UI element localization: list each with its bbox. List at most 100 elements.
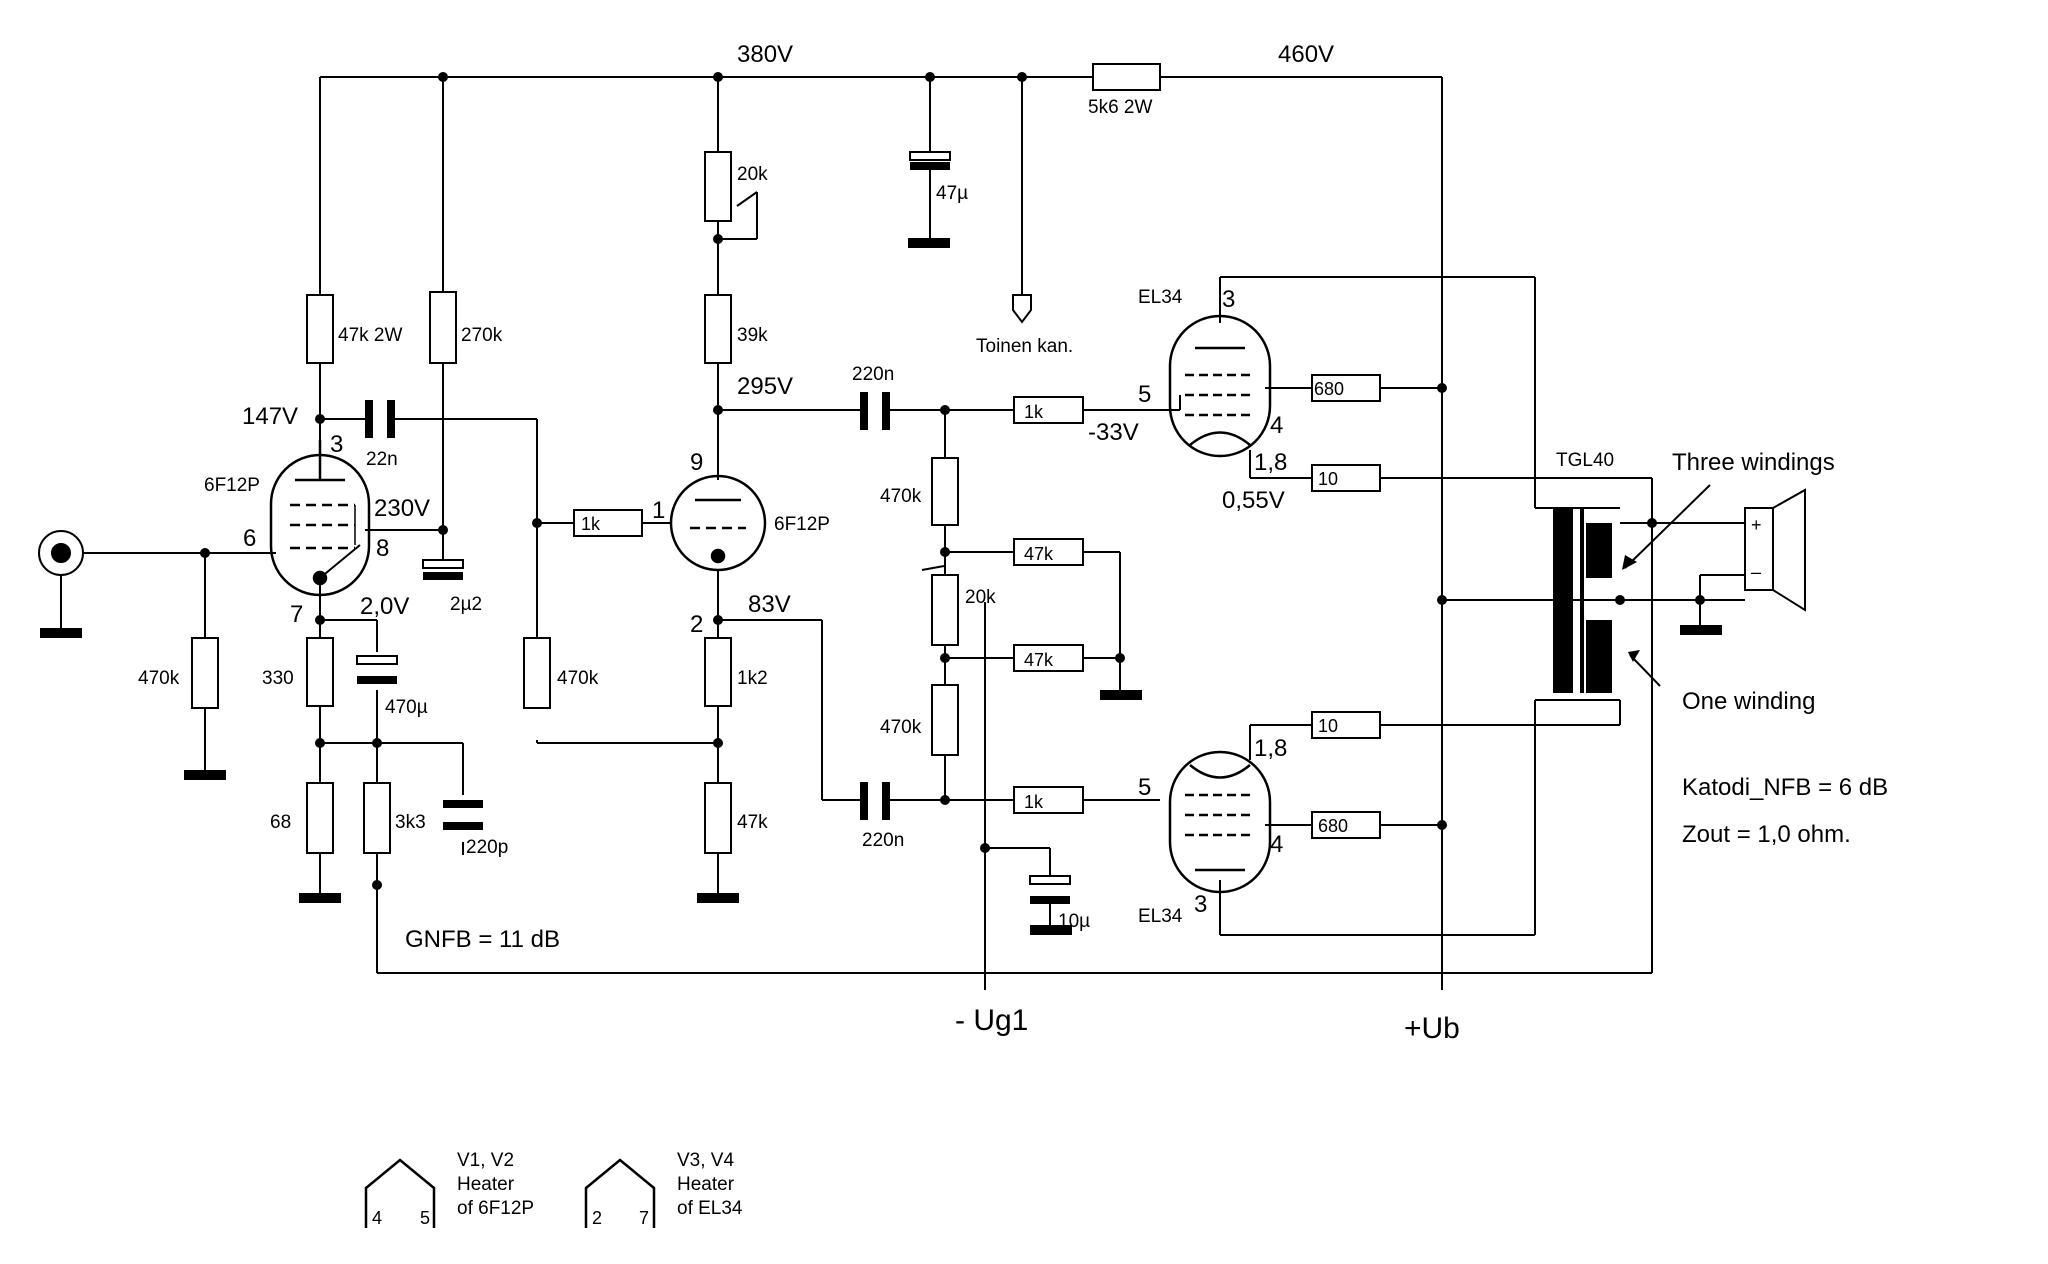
toinen-connector[interactable]: [1012, 294, 1032, 324]
wires: [60, 76, 1745, 990]
label-3k3: 3k3: [395, 812, 426, 833]
heater2-pin2: 7: [639, 1208, 649, 1228]
label-10-b: 10: [1318, 716, 1338, 736]
tube-v4: [1168, 750, 1272, 894]
label-47k-a: 47k: [1024, 544, 1054, 564]
pin-v1-6: 6: [243, 525, 256, 552]
input-jack[interactable]: [38, 530, 84, 576]
ub-label: +Ub: [1404, 1012, 1460, 1045]
label-47u: 47µ: [936, 183, 968, 204]
tube-labels: 6F12P 6F12P EL34 EL34: [204, 287, 1183, 927]
speaker-plus: +: [1751, 515, 1762, 535]
pin-v4-18: 1,8: [1254, 735, 1287, 762]
heater-labels: V1, V2 Heater of 6F12P 4 5 V3, V4 Heater…: [372, 1150, 743, 1228]
tube-v2: [669, 474, 767, 572]
label-1k-g1: 1k: [1024, 402, 1044, 422]
tube-v1-name: 6F12P: [204, 475, 260, 496]
pin-v3-3: 3: [1222, 286, 1235, 313]
label-2u2: 2µ2: [450, 594, 482, 615]
speaker: [1744, 488, 1806, 612]
label-220n-b: 220n: [862, 830, 904, 851]
label-220n-a: 220n: [852, 364, 894, 385]
label-22n: 22n: [366, 449, 398, 470]
heater1-line2: Heater: [457, 1174, 515, 1195]
heater1-pin2: 5: [420, 1208, 430, 1228]
ug1-label: - Ug1: [955, 1004, 1028, 1037]
label-1k2: 1k2: [737, 668, 768, 689]
label-5k6: 5k6 2W: [1088, 97, 1152, 118]
voltage-380: 380V: [737, 41, 793, 68]
label-470k-in: 470k: [138, 668, 180, 689]
label-470k-b2: 470k: [880, 717, 922, 738]
gnfb-label: GNFB = 11 dB: [405, 926, 560, 953]
pin-v3-5: 5: [1138, 381, 1151, 408]
voltage-055: 0,55V: [1222, 487, 1285, 514]
label-470u: 470µ: [385, 697, 428, 718]
pin-v3-4: 4: [1270, 412, 1283, 439]
resistor-bodies: [191, 63, 1381, 854]
tube-v3-name: EL34: [1138, 287, 1183, 308]
resistor-labels: 5k6 2W 47k 2W 270k 20k 39k 470k 330 68 3…: [138, 97, 1348, 836]
label-470k-mid: 470k: [557, 668, 599, 689]
label-10-a: 10: [1318, 469, 1338, 489]
voltage-labels: 380V 460V 147V 230V 2,0V 295V 83V -33V 0…: [242, 41, 1334, 620]
heater1-line3: of 6F12P: [457, 1198, 534, 1219]
label-220p: 220p: [466, 837, 508, 858]
speaker-minus: –: [1751, 562, 1761, 582]
pin-v3-18: 1,8: [1254, 449, 1287, 476]
label-20k-top: 20k: [737, 164, 768, 185]
label-47k2w: 47k 2W: [338, 325, 402, 346]
label-680-a: 680: [1314, 379, 1344, 399]
tube-v1: [269, 440, 371, 597]
voltage-2: 2,0V: [360, 593, 409, 620]
voltage-230: 230V: [374, 495, 430, 522]
ground-symbols: [40, 238, 1722, 935]
pin-v2-1: 1: [652, 497, 665, 524]
junction-dots: [200, 72, 1705, 890]
label-330: 330: [262, 668, 294, 689]
voltage-295: 295V: [737, 373, 793, 400]
voltage-460: 460V: [1278, 41, 1334, 68]
capacitor-labels: 47µ 22n 2µ2 470µ 220p 220n 220n 10µ: [366, 183, 1090, 932]
pin-v1-3: 3: [330, 431, 343, 458]
capacitor-plates: [356, 151, 1071, 904]
label-47k-b: 47k: [1024, 650, 1054, 670]
one-winding-label: One winding: [1682, 688, 1815, 715]
pin-v2-9: 9: [690, 449, 703, 476]
label-270k: 270k: [461, 325, 503, 346]
label-1k-g2: 1k: [1024, 792, 1044, 812]
pin-v1-7: 7: [290, 601, 303, 628]
pin-labels: 3 6 8 7 9 1 2 3 5 4 1,8 1,8 5 4 3: [243, 286, 1287, 918]
heater2-line1: V3, V4: [677, 1150, 734, 1171]
label-470k-b1: 470k: [880, 486, 922, 507]
label-1k-grid: 1k: [581, 514, 601, 534]
label-680-b: 680: [1318, 816, 1348, 836]
transformer-name: TGL40: [1556, 450, 1614, 471]
label-39k: 39k: [737, 325, 768, 346]
pin-v4-3: 3: [1194, 891, 1207, 918]
pin-v4-4: 4: [1270, 831, 1283, 858]
tube-v2-name: 6F12P: [774, 514, 830, 535]
toinen-label: Toinen kan.: [976, 336, 1073, 357]
heater2-pin1: 2: [592, 1208, 602, 1228]
heater2-line3: of EL34: [677, 1198, 743, 1219]
heater-symbols: [364, 1158, 656, 1228]
label-68: 68: [270, 812, 291, 833]
katodi-label: Katodi_NFB = 6 dB: [1682, 774, 1888, 801]
pin-v2-2: 2: [690, 611, 703, 638]
voltage-83: 83V: [748, 591, 791, 618]
voltage-minus33: -33V: [1088, 419, 1139, 446]
heater2-line2: Heater: [677, 1174, 735, 1195]
arrow-heads: [1622, 555, 1640, 662]
output-transformer: [1553, 508, 1612, 693]
three-windings-label: Three windings: [1672, 449, 1835, 476]
heater1-pin1: 4: [372, 1208, 382, 1228]
voltage-147: 147V: [242, 403, 298, 430]
label-20k-bias: 20k: [965, 587, 996, 608]
pin-v4-5: 5: [1138, 774, 1151, 801]
label-47k-cat: 47k: [737, 812, 768, 833]
heater1-line1: V1, V2: [457, 1150, 514, 1171]
annotation-labels: Toinen kan. TGL40 Three windings One win…: [405, 336, 1888, 1045]
tube-v3: [1168, 314, 1272, 458]
